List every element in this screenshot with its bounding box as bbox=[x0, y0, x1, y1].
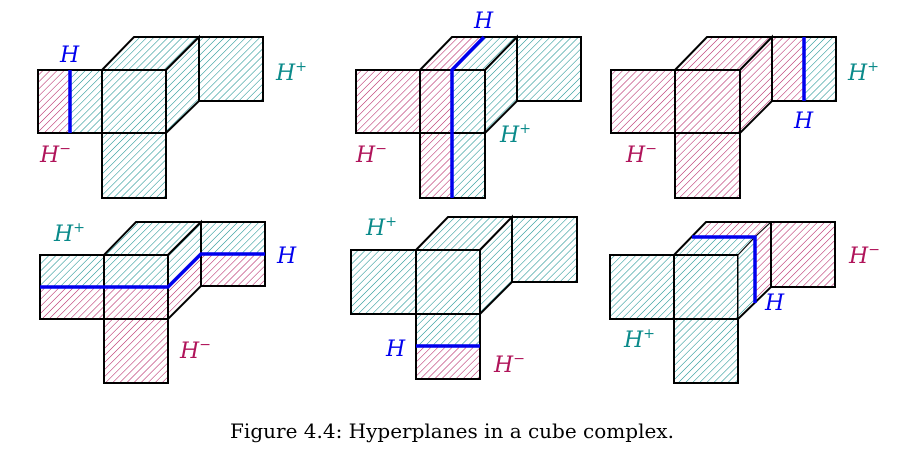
square-bottom-bottom bbox=[415, 345, 481, 380]
square-left bbox=[609, 254, 675, 320]
square-bottom-left bbox=[419, 132, 453, 199]
square-bottom bbox=[103, 318, 169, 384]
square-left bbox=[350, 249, 417, 315]
cube-front-face bbox=[415, 249, 481, 315]
square-left bbox=[610, 69, 676, 134]
square-left-bottom bbox=[39, 286, 105, 320]
label-h-minus: H− bbox=[493, 351, 525, 378]
square-right bbox=[511, 216, 578, 283]
square-left-outer bbox=[37, 69, 71, 134]
hyperplane-line bbox=[450, 35, 486, 198]
cube-front-face-bottom bbox=[103, 286, 169, 320]
label-h: H bbox=[276, 244, 297, 269]
cube-front-face-right bbox=[451, 69, 486, 134]
square-left bbox=[355, 69, 421, 134]
label-h: H bbox=[59, 43, 80, 68]
label-h-minus: H− bbox=[848, 242, 880, 269]
cube-front-face bbox=[101, 69, 167, 134]
panel-1: H H+ H− bbox=[37, 34, 307, 199]
hyperplane-line bbox=[40, 252, 265, 289]
label-h: H bbox=[473, 9, 494, 34]
cube-front-face-top bbox=[103, 254, 169, 288]
square-right bbox=[770, 221, 836, 288]
square-right-outer bbox=[803, 36, 837, 102]
label-h: H bbox=[793, 109, 814, 134]
square-bottom bbox=[673, 318, 739, 384]
square-bottom-top bbox=[415, 313, 481, 347]
panel-3: H H+ H− bbox=[610, 34, 879, 199]
label-h-plus: H+ bbox=[847, 59, 879, 86]
label-h-minus: H− bbox=[39, 141, 71, 168]
square-bottom bbox=[674, 132, 741, 199]
label-h: H bbox=[764, 291, 785, 316]
label-h-minus: H− bbox=[625, 141, 657, 168]
square-bottom bbox=[101, 132, 167, 199]
panel-6: H H+ H− bbox=[609, 220, 880, 384]
figure-caption: Figure 4.4: Hyperplanes in a cube comple… bbox=[230, 419, 674, 443]
panel-5: H H+ H− bbox=[350, 214, 578, 380]
square-right bbox=[198, 36, 264, 102]
square-left-top bbox=[39, 254, 105, 288]
square-right-top bbox=[200, 221, 266, 255]
square-right-inner bbox=[771, 36, 805, 102]
square-left-inner bbox=[69, 69, 103, 134]
cube-front-face bbox=[673, 254, 739, 320]
label-h-plus: H+ bbox=[499, 121, 531, 148]
panel-4: H H+ H− bbox=[39, 219, 297, 384]
hyperplane-line bbox=[692, 235, 757, 303]
label-h-plus: H+ bbox=[53, 220, 85, 247]
label-h-plus: H+ bbox=[623, 326, 655, 353]
square-right-bottom bbox=[200, 253, 266, 287]
label-h-minus: H− bbox=[179, 337, 211, 364]
label-h-plus: H+ bbox=[275, 59, 307, 86]
cube-front-face-left bbox=[419, 69, 453, 134]
label-h-minus: H− bbox=[355, 141, 387, 168]
panel-2: H H+ H− bbox=[355, 9, 582, 199]
square-right bbox=[516, 36, 582, 102]
label-h-plus: H+ bbox=[365, 214, 397, 241]
label-h: H bbox=[385, 337, 406, 362]
square-bottom-right bbox=[451, 132, 486, 199]
cube-front-face bbox=[674, 69, 741, 134]
